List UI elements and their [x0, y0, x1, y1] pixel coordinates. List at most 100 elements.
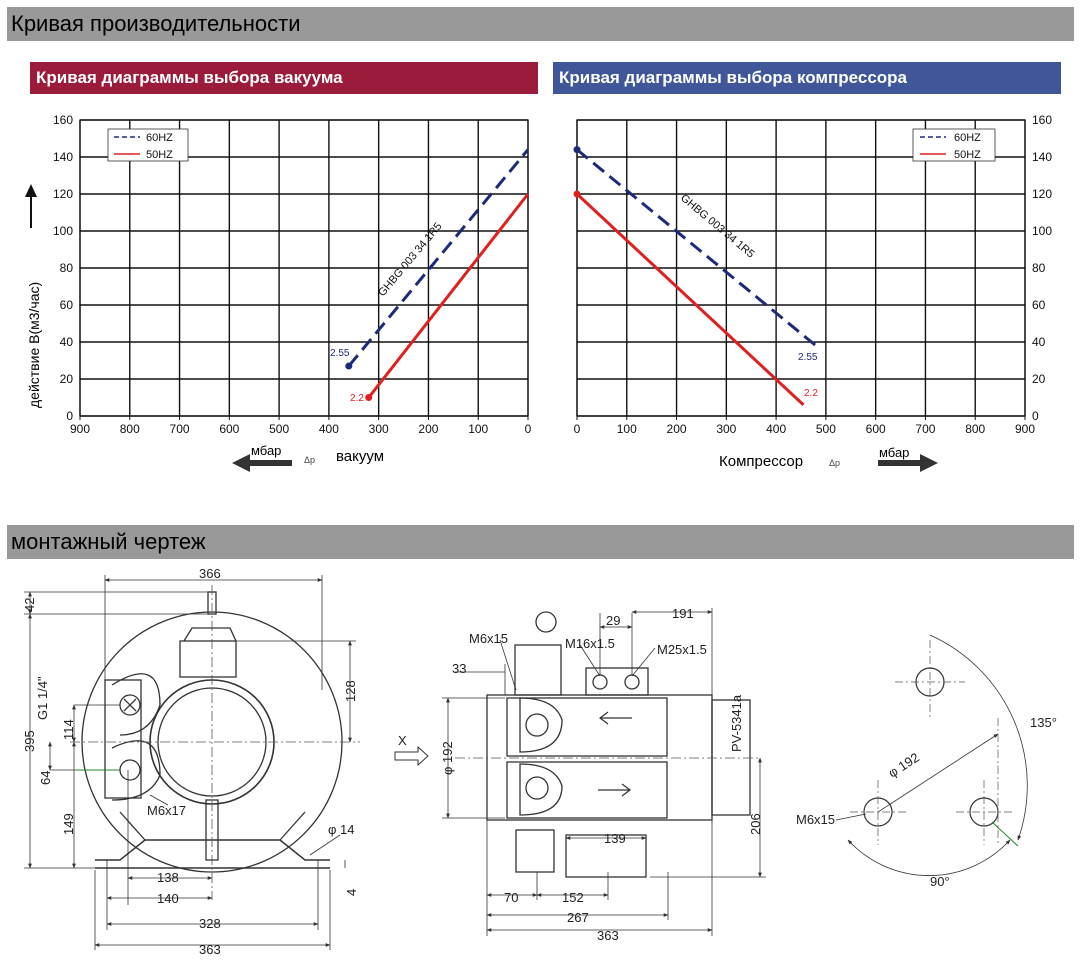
- terminal-box-cover: [183, 627, 237, 642]
- legend-50hz-label: 50HZ: [146, 149, 173, 161]
- lower-port-hole: [525, 776, 549, 800]
- upper-port-body: [519, 697, 563, 753]
- y-tick-label: 120: [1032, 187, 1052, 201]
- x-tick-label: 0: [525, 422, 532, 436]
- port-cross-mark: [123, 698, 137, 712]
- series-line-60hz: [347, 148, 530, 368]
- compressor-chart-title: Кривая диаграммы выбора компрессора: [553, 62, 1061, 94]
- y-tick-label: 80: [1032, 261, 1046, 275]
- green-leader-flange: [991, 821, 1019, 847]
- x-tick-label: 600: [219, 422, 239, 436]
- x-tick-label: 200: [418, 422, 438, 436]
- dim-138: 138: [157, 870, 179, 885]
- base-foot-left: [515, 829, 555, 873]
- y-tick-label: 40: [1032, 335, 1046, 349]
- pcd-line: [877, 733, 999, 813]
- vacuum-point-label-50hz: 2.2: [350, 393, 364, 404]
- arrow-left-icon: [599, 711, 632, 725]
- x-tick-label: 800: [965, 422, 985, 436]
- dim-191: 191: [672, 606, 694, 621]
- y-tick-label: 80: [60, 261, 74, 275]
- y-tick-label: 100: [53, 224, 73, 238]
- x-tick-label: 400: [319, 422, 339, 436]
- legend-60hz-label: 60HZ: [954, 132, 981, 144]
- y-tick-label: 60: [1032, 298, 1046, 312]
- dim-363-front: 363: [199, 942, 221, 957]
- y-tick-label: 160: [1032, 113, 1052, 127]
- dim-139: 139: [604, 831, 626, 846]
- y-tick-label: 20: [1032, 372, 1046, 386]
- y-tick-label: 60: [60, 298, 74, 312]
- dim-206: 206: [748, 813, 763, 835]
- port-block-top: [585, 667, 649, 696]
- dim-366: 366: [199, 566, 221, 581]
- y-tick-label: 100: [1032, 224, 1052, 238]
- compressor-x-axis-label: Компрессор: [719, 453, 803, 470]
- fan-cover: [711, 699, 751, 816]
- vacuum-delta-symbol: Δp: [304, 455, 315, 465]
- dim-90-deg: 90°: [930, 874, 950, 889]
- port-m16-icon: [592, 674, 608, 690]
- left-arrow-shaft: [248, 460, 292, 466]
- side-dim-lines: [442, 608, 766, 936]
- arrow-right-icon: [598, 783, 631, 797]
- terminal-box-side: [514, 644, 562, 696]
- base-foot: [95, 839, 330, 861]
- dim-149: 149: [61, 813, 76, 835]
- x-tick-label: 900: [1015, 422, 1035, 436]
- compressor-unit-label: мбар: [879, 445, 909, 460]
- y-tick-label: 0: [1032, 409, 1039, 423]
- foot-supports: [119, 811, 306, 841]
- dim-33: 33: [452, 661, 466, 676]
- y-tick-label: 40: [60, 335, 74, 349]
- compressor-point-label-60hz: 2.55: [798, 352, 818, 363]
- dim-phi192-flange: φ 192: [885, 750, 921, 781]
- dim-152: 152: [562, 890, 584, 905]
- housing-side: [486, 694, 713, 821]
- y-arrow-head-icon: [25, 184, 37, 197]
- compressor-series: [573, 146, 817, 406]
- base-foot-right: [565, 834, 647, 878]
- x-tick-label: 800: [120, 422, 140, 436]
- vacuum-y-axis-label: действие В(м3/час): [26, 282, 42, 408]
- upper-port-body: [111, 673, 161, 736]
- x-tick-label: 200: [667, 422, 687, 436]
- vacuum-x-axis-label: вакуум: [336, 448, 384, 465]
- x-tick-label: 500: [269, 422, 289, 436]
- series-endpoint-60hz: [573, 146, 581, 154]
- x-tick-label: 600: [866, 422, 886, 436]
- y-tick-label: 120: [53, 187, 73, 201]
- view-x-label: X: [398, 733, 407, 748]
- compressor-delta-symbol: Δp: [829, 458, 840, 468]
- x-tick-label: 900: [70, 422, 90, 436]
- legend-50hz-label: 50HZ: [954, 149, 981, 161]
- lower-port-hole: [119, 759, 141, 781]
- vacuum-grid: [79, 119, 529, 420]
- dim-328: 328: [199, 916, 221, 931]
- right-arrow-shaft: [878, 460, 922, 466]
- dim-phi192-side: φ 192: [440, 741, 455, 775]
- dim-135-deg: 135°: [1030, 715, 1057, 730]
- dim-363-side: 363: [597, 928, 619, 943]
- vacuum-legend: 60HZ 50HZ: [107, 128, 189, 162]
- right-arrow-icon: [920, 454, 938, 472]
- angle-arc-90: [847, 839, 1011, 876]
- dim-m6x15-flange: M6x15: [796, 812, 835, 827]
- dim-4: 4: [344, 889, 359, 896]
- dim-m6x15-side: M6x15: [469, 631, 508, 646]
- series-line-50hz: [575, 192, 805, 406]
- upper-chamber: [506, 697, 668, 757]
- vacuum-unit-label: мбар: [251, 443, 281, 458]
- dim-267: 267: [567, 910, 589, 925]
- flange-center-lines: [850, 640, 1012, 845]
- series-line-50hz: [367, 193, 530, 399]
- lower-chamber: [506, 761, 668, 819]
- y-tick-label: 140: [1032, 150, 1052, 164]
- lifting-eye-side: [535, 611, 557, 633]
- mounting-drawing: 366 42 128 395 G1 1/4" 114 64 149 M6x17 …: [22, 566, 1057, 957]
- front-center-lines: [70, 585, 360, 900]
- performance-section-title: Кривая производительности: [7, 7, 1074, 41]
